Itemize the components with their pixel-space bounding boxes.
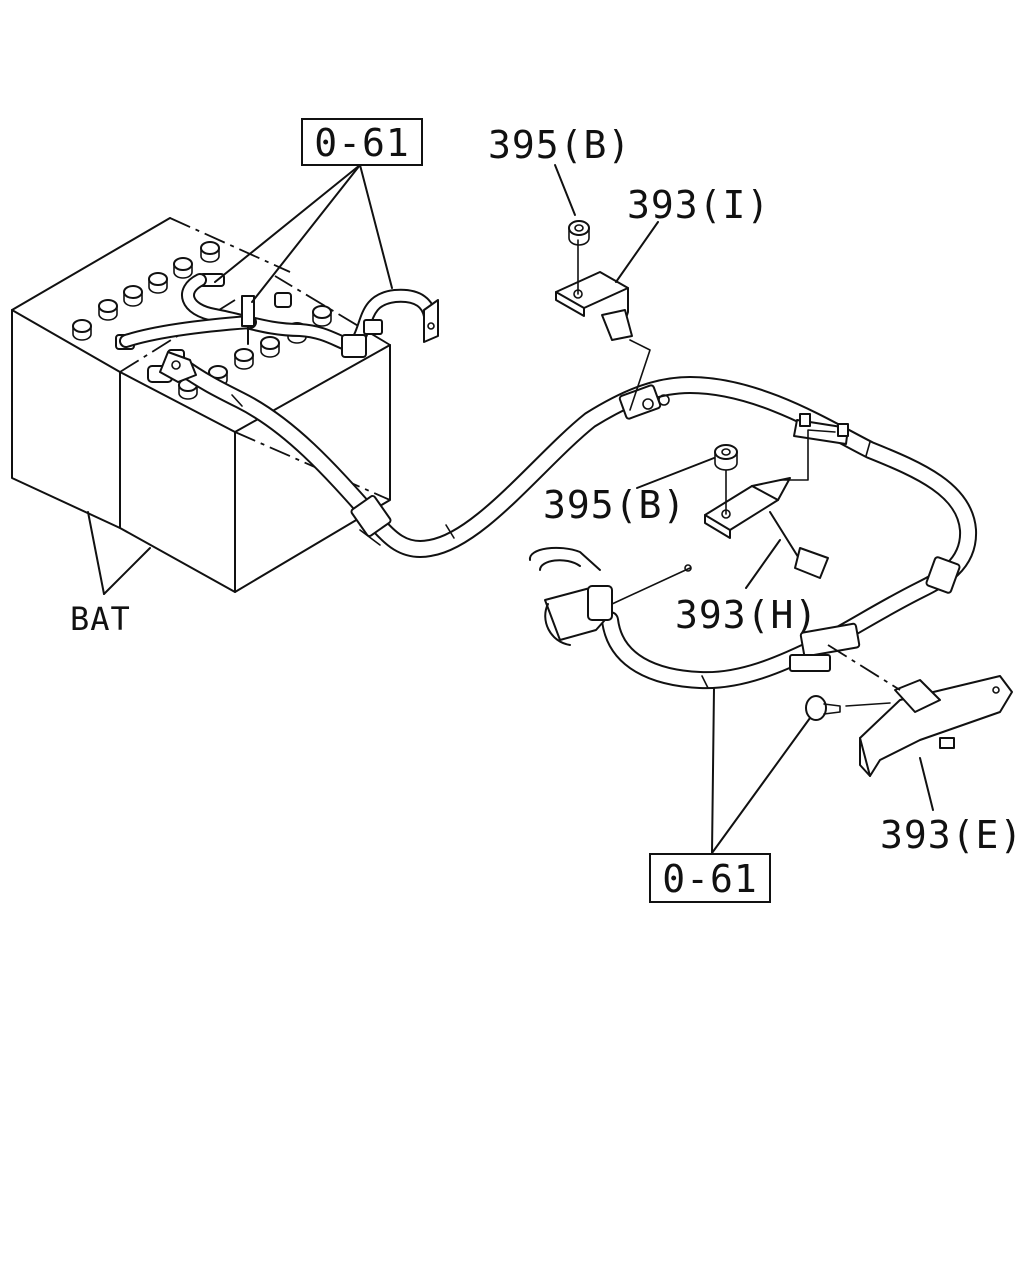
bracket-393e	[805, 644, 1013, 777]
reference-box-bottom[interactable]: 0-61	[649, 853, 771, 903]
starter-terminal-end	[529, 546, 692, 646]
leader-lines	[87, 164, 934, 854]
label-395b-mid: 395(B)	[543, 483, 686, 527]
reference-label-top: 0-61	[314, 121, 410, 165]
label-battery: BAT	[70, 600, 131, 638]
bracket-393h	[704, 429, 836, 579]
main-battery-cable	[159, 351, 978, 690]
reference-box-top[interactable]: 0-61	[301, 118, 423, 166]
label-393h: 393(H)	[675, 593, 818, 637]
label-393i: 393(I)	[627, 183, 770, 227]
reference-label-bottom: 0-61	[662, 857, 758, 901]
battery-link-cables	[119, 273, 439, 358]
battery-cell-caps	[72, 241, 332, 400]
label-395b-top: 395(B)	[488, 123, 631, 167]
bracket-393i	[555, 220, 651, 411]
label-393e: 393(E)	[880, 813, 1023, 857]
